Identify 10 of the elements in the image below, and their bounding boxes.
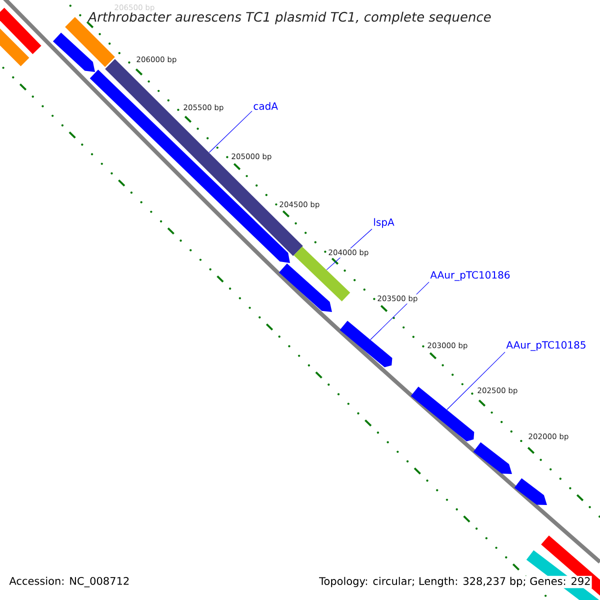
gene-label: AAur_pTC10186 [430, 271, 510, 281]
gene-label: lspA [374, 218, 394, 228]
accession-text: Accession: NC_008712 [9, 576, 129, 588]
gene-label: cadA [254, 102, 278, 110]
summary-text: Topology: circular; Length: 328,237 bp; Genes: 292 [318, 576, 592, 588]
gene-bar [340, 320, 392, 368]
title: Arthrobacter aurescens TC1 plasmid TC1, complete sequence [88, 12, 491, 24]
gene-bar [410, 386, 474, 442]
leader-line [446, 352, 506, 410]
gene-label: AAur_pTC10185 [506, 341, 586, 351]
